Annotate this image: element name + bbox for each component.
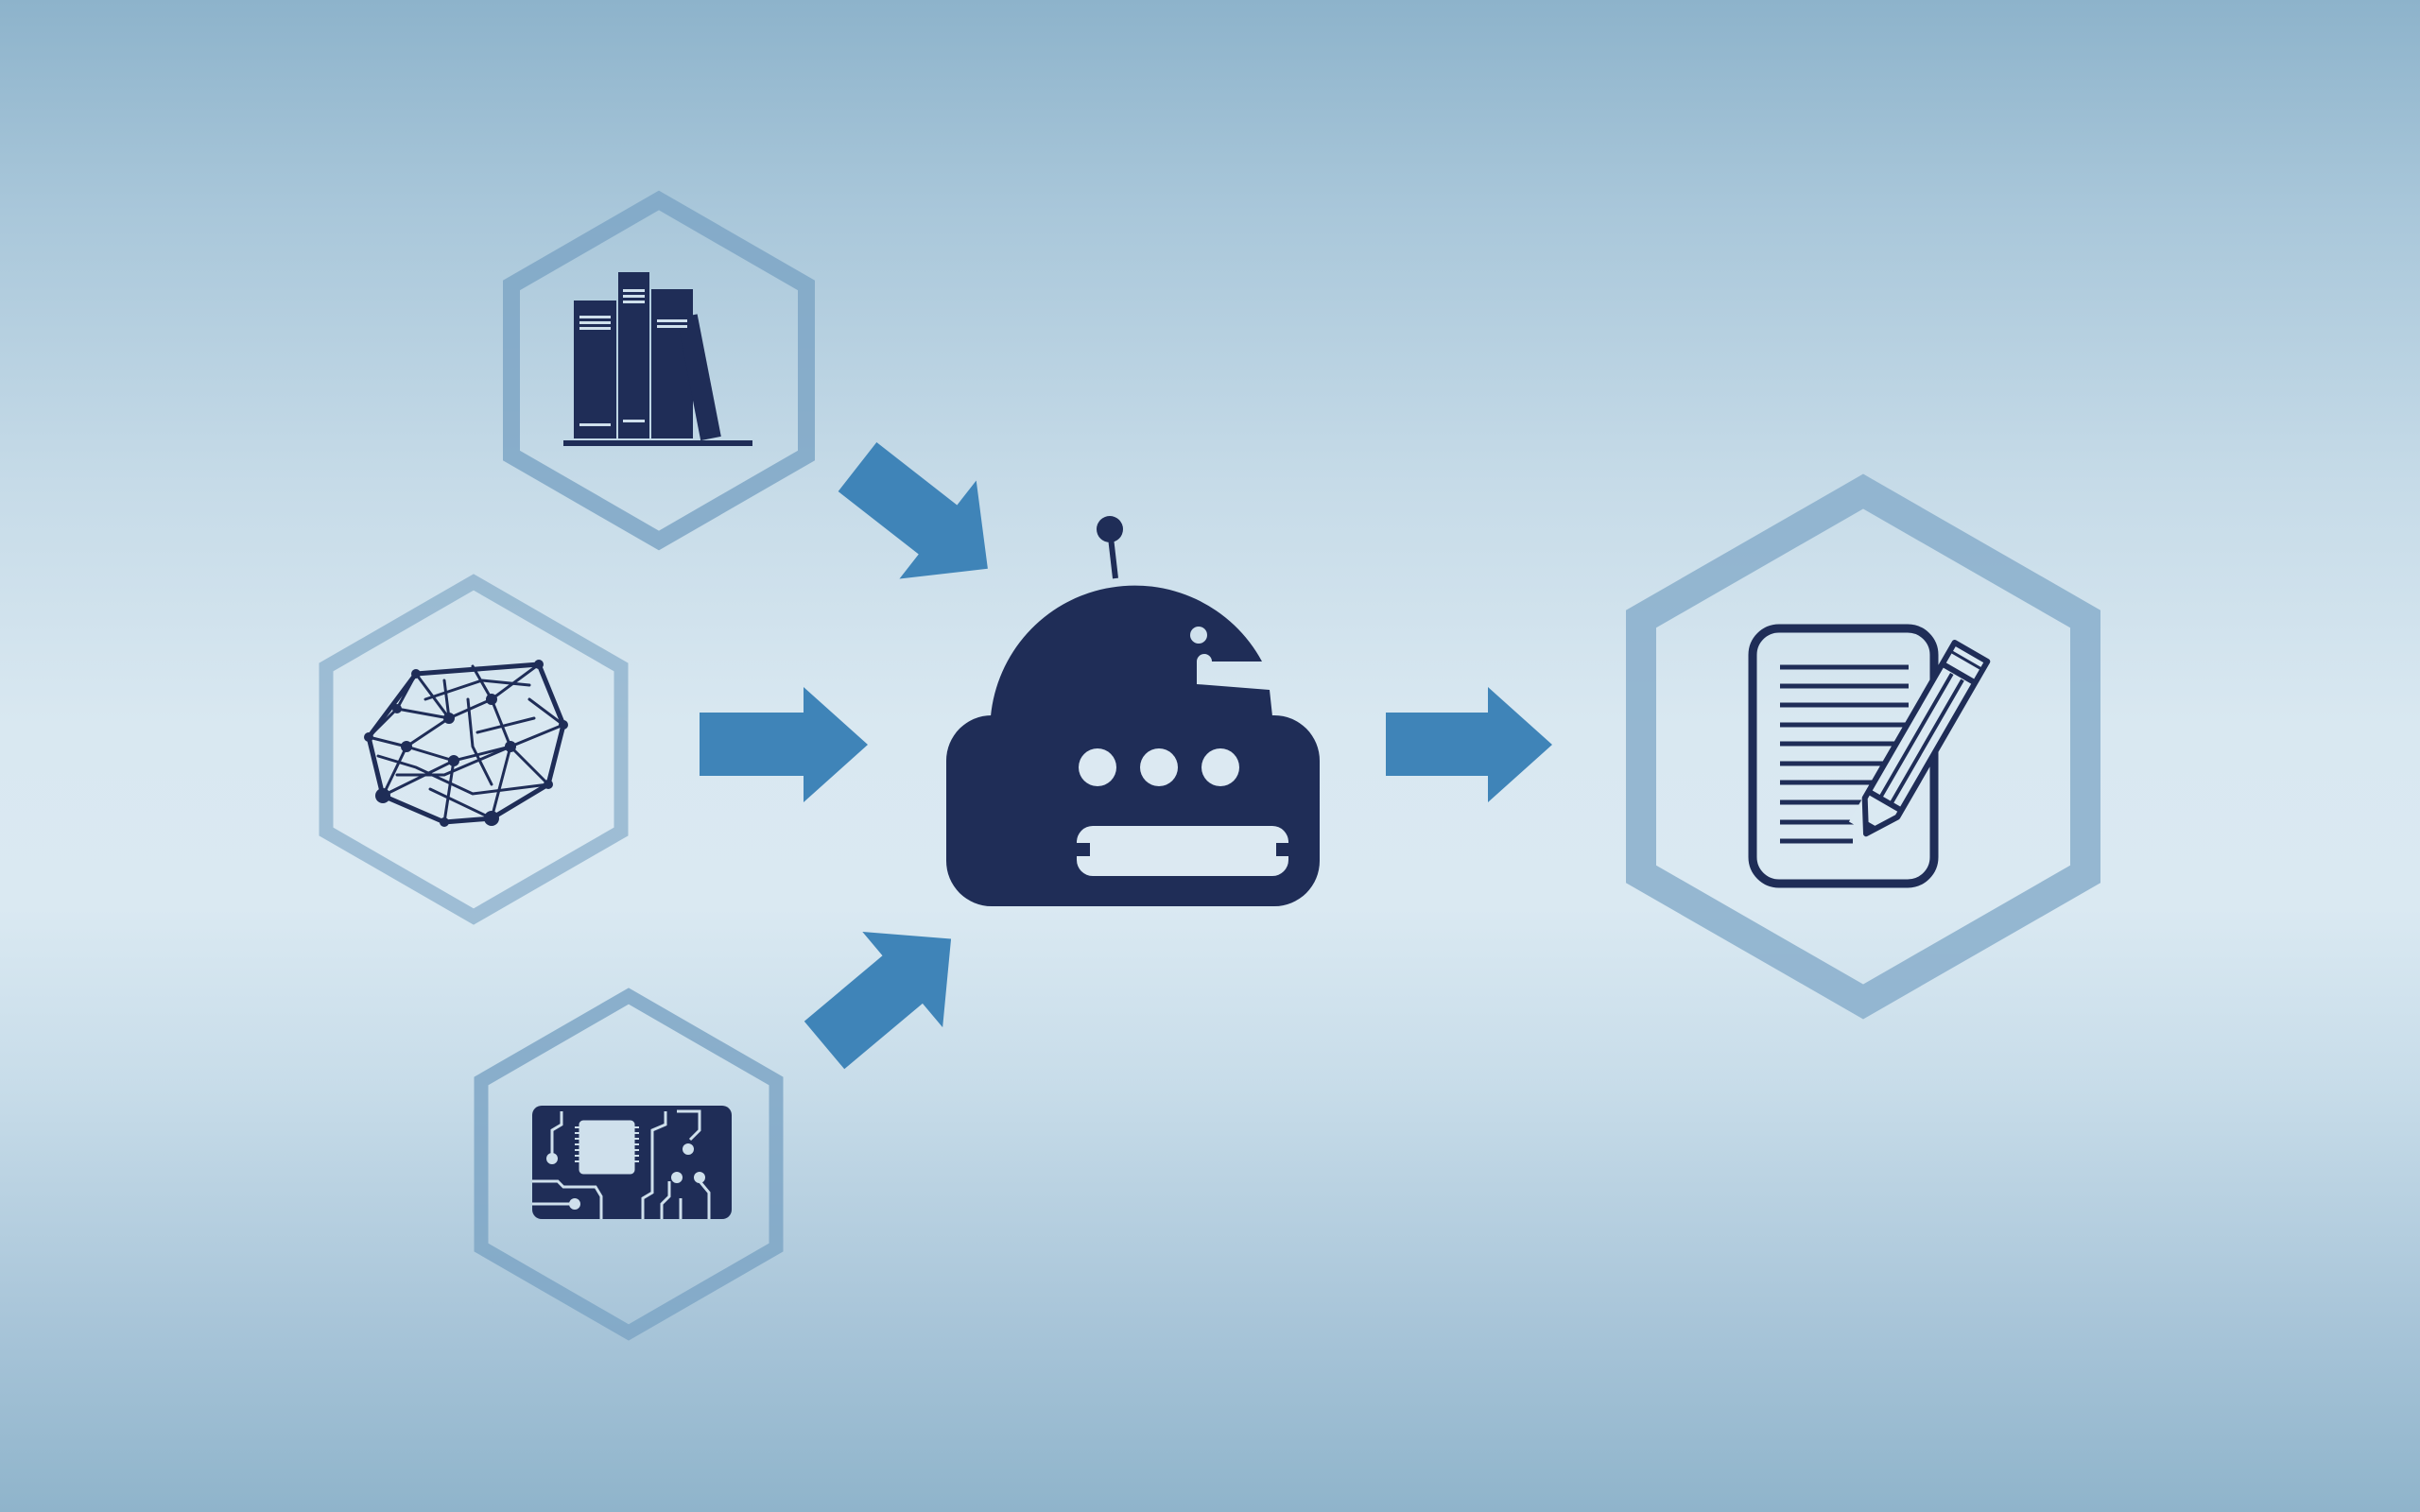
bookshelf-icon	[563, 272, 752, 446]
hexagon-frame	[474, 988, 784, 1341]
input-node-network	[319, 574, 629, 925]
circuit-chip-icon	[532, 1106, 732, 1219]
arrow-books-to-robot	[838, 441, 988, 579]
input-node-circuit	[474, 988, 784, 1341]
arrow-robot-to-output	[1386, 687, 1552, 802]
output-node-document	[1626, 473, 2100, 1020]
input-node-books	[503, 190, 815, 551]
arrow-network-to-robot	[700, 687, 868, 802]
hexagon-frame	[503, 190, 815, 551]
neural-network-icon	[364, 660, 568, 827]
robot-head-icon	[946, 516, 1320, 906]
hexagon-frame	[1626, 473, 2100, 1020]
hexagon-frame	[319, 574, 629, 925]
arrow-circuit-to-robot	[804, 932, 952, 1070]
document-pencil-icon	[1748, 624, 1991, 888]
